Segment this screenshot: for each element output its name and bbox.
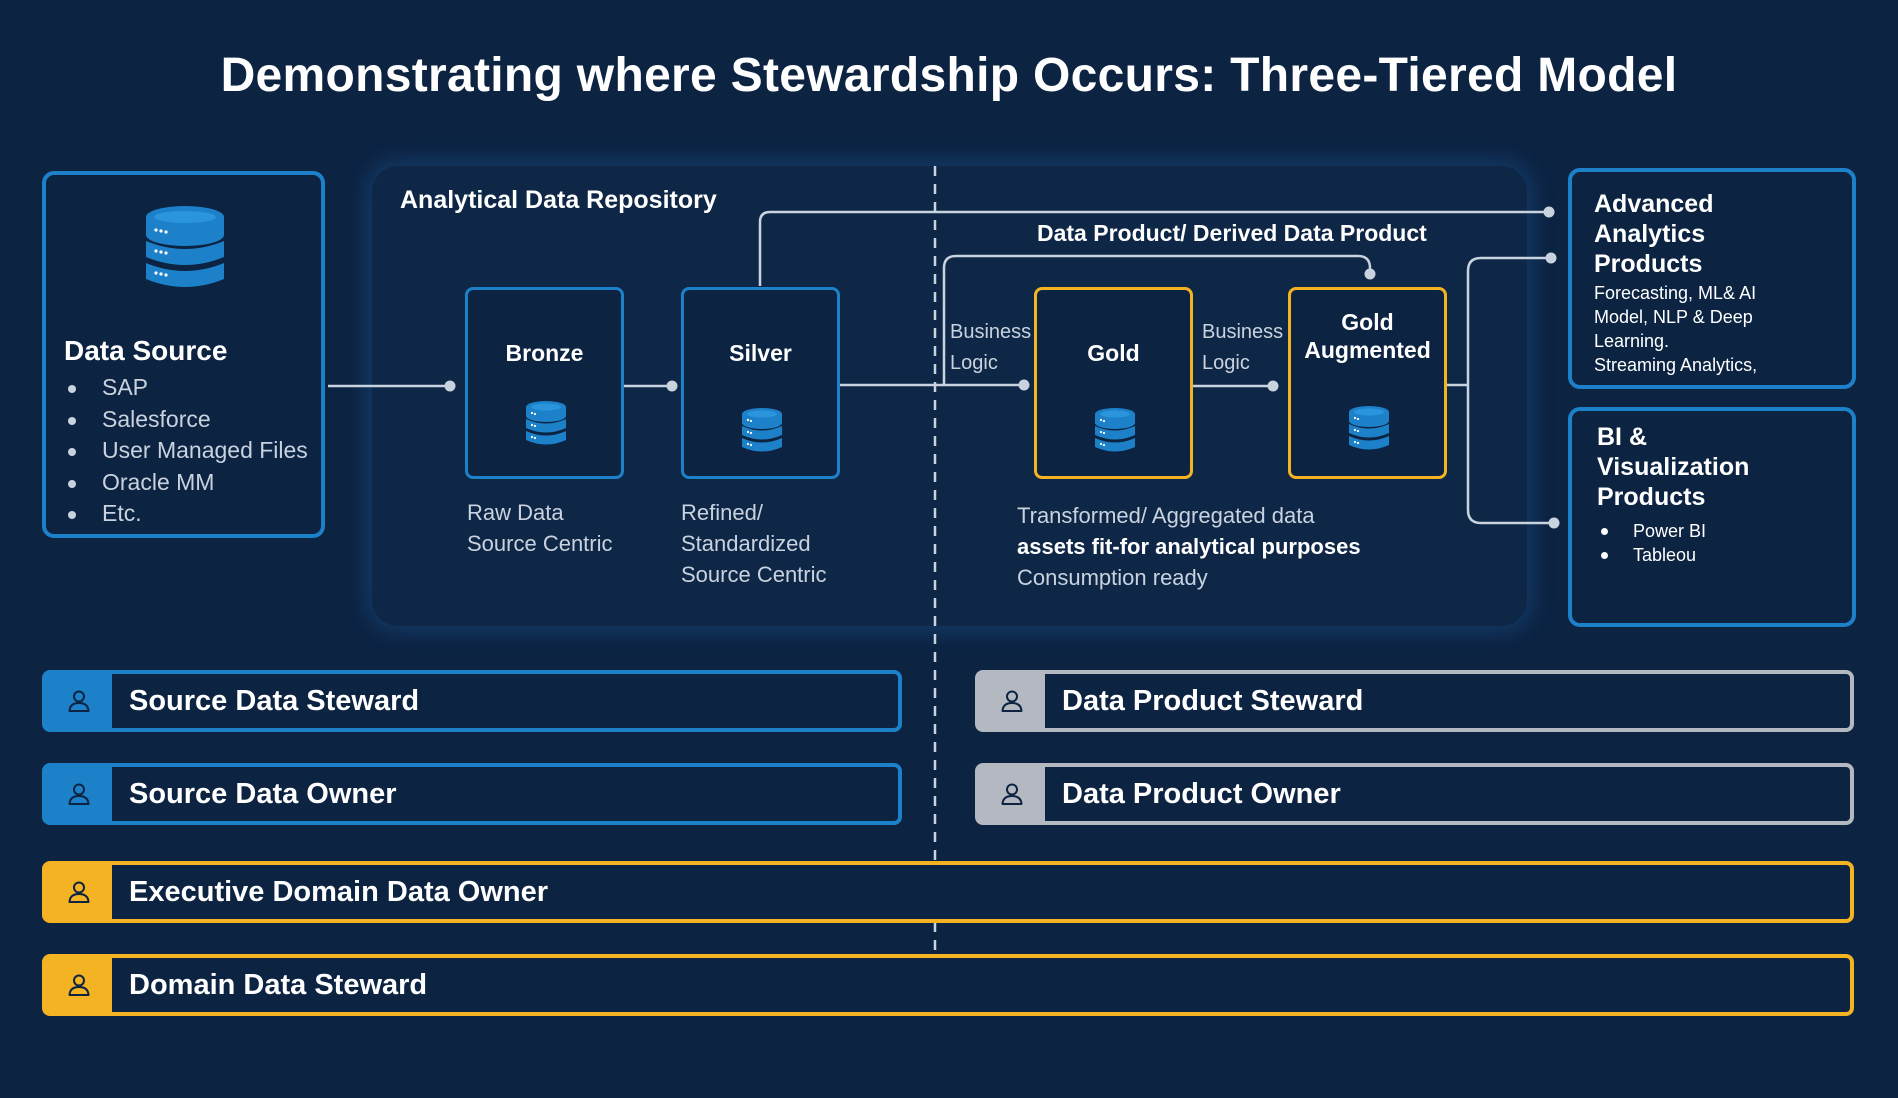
role-data-product-owner: Data Product Owner	[975, 763, 1854, 825]
caption-line: assets fit-for analytical purposes	[1017, 534, 1361, 559]
user-icon-wrap	[46, 674, 112, 728]
list-item: User Managed Files	[64, 435, 308, 467]
list-item: Salesforce	[64, 404, 308, 436]
desc-line: Streaming Analytics,	[1594, 355, 1758, 375]
title-line: BI &	[1597, 423, 1647, 451]
caption-line: Refined/	[681, 500, 763, 525]
logic-line: Business	[950, 321, 1032, 343]
business-logic-label: Business Logic	[950, 317, 1031, 379]
repository-title: Analytical Data Repository	[400, 186, 717, 214]
tier-label: Gold	[1087, 340, 1140, 366]
title-line: Products	[1597, 483, 1706, 511]
user-icon	[68, 783, 90, 805]
role-label: Executive Domain Data Owner	[129, 875, 549, 908]
data-source-list: SAP Salesforce User Managed Files Oracle…	[64, 372, 308, 530]
tier-label: Gold	[1341, 309, 1394, 335]
role-label: Source Data Steward	[129, 684, 420, 717]
user-icon	[1001, 783, 1023, 805]
business-logic-label: Business Logic	[1202, 317, 1283, 379]
silver-caption: Refined/ Standardized Source Centric	[681, 497, 827, 590]
bi-visualization-title: BI & Visualization Products	[1597, 422, 1749, 512]
data-source-card	[42, 171, 325, 538]
caption-line: Source Centric	[681, 562, 827, 587]
list-item: Power BI	[1597, 519, 1706, 543]
tier-silver: Silver	[681, 287, 840, 479]
logic-line: Logic	[950, 352, 998, 374]
database-icon	[1095, 408, 1135, 452]
role-data-product-steward: Data Product Steward	[975, 670, 1854, 732]
title-line: Advanced	[1594, 190, 1714, 218]
title-line: Products	[1594, 250, 1703, 278]
role-source-data-steward: Source Data Steward	[42, 670, 902, 732]
advanced-analytics-card: Advanced Analytics Products Forecasting,…	[1568, 168, 1856, 389]
role-label: Data Product Owner	[1062, 777, 1341, 810]
list-item: SAP	[64, 372, 308, 404]
user-icon	[1001, 690, 1023, 712]
logic-line: Business	[1202, 321, 1284, 343]
role-label: Source Data Owner	[129, 777, 397, 810]
user-icon-wrap	[46, 958, 112, 1012]
caption-line: Source Centric	[467, 531, 613, 556]
database-icon	[526, 401, 566, 445]
title-line: Analytics	[1594, 220, 1706, 248]
tier-label: Bronze	[505, 340, 584, 366]
list-item: Oracle MM	[64, 467, 308, 499]
role-domain-data-steward: Domain Data Steward	[42, 954, 1854, 1016]
gold-caption: Transformed/ Aggregated data assets fit-…	[1017, 500, 1361, 593]
bi-tools-list: Power BI Tableou	[1597, 519, 1706, 567]
user-icon	[68, 690, 90, 712]
data-source-title: Data Source	[64, 335, 228, 366]
user-icon-wrap	[979, 767, 1045, 821]
tier-bronze: Bronze	[465, 287, 624, 479]
desc-line: Model, NLP & Deep	[1594, 307, 1753, 327]
tier-gold-augmented: Gold Augmented	[1288, 287, 1447, 479]
user-icon-wrap	[46, 865, 112, 919]
bronze-caption: Raw Data Source Centric	[467, 497, 613, 559]
data-product-label: Data Product/ Derived Data Product	[1037, 220, 1427, 246]
tier-label: Augmented	[1304, 337, 1431, 363]
title-line: Visualization	[1597, 453, 1750, 481]
tier-label: Silver	[729, 340, 792, 366]
user-icon-wrap	[46, 767, 112, 821]
list-item: Tableou	[1597, 543, 1706, 567]
role-label: Domain Data Steward	[129, 968, 428, 1001]
advanced-analytics-description: Forecasting, ML& AI Model, NLP & Deep Le…	[1594, 281, 1757, 377]
database-icon	[742, 408, 782, 452]
caption-line: Consumption ready	[1017, 565, 1208, 590]
tier-gold: Gold	[1034, 287, 1193, 479]
caption-line: Raw Data	[467, 500, 564, 525]
role-source-data-owner: Source Data Owner	[42, 763, 902, 825]
desc-line: Learning.	[1594, 331, 1670, 351]
desc-line: Forecasting, ML& AI	[1594, 283, 1757, 303]
user-icon	[68, 881, 90, 903]
user-icon-wrap	[979, 674, 1045, 728]
logic-line: Logic	[1202, 352, 1250, 374]
caption-line: Transformed/ Aggregated data	[1017, 503, 1315, 528]
advanced-analytics-title: Advanced Analytics Products	[1594, 189, 1713, 279]
database-icon	[146, 206, 224, 287]
database-icon	[1349, 406, 1389, 450]
role-label: Data Product Steward	[1062, 684, 1364, 717]
page-title: Demonstrating where Stewardship Occurs: …	[220, 49, 1678, 102]
role-executive-domain-data-owner: Executive Domain Data Owner	[42, 861, 1854, 923]
bi-visualization-card: BI & Visualization Products Power BI Tab…	[1568, 407, 1856, 627]
user-icon	[68, 974, 90, 996]
list-item: Etc.	[64, 498, 308, 530]
caption-line: Standardized	[681, 531, 811, 556]
